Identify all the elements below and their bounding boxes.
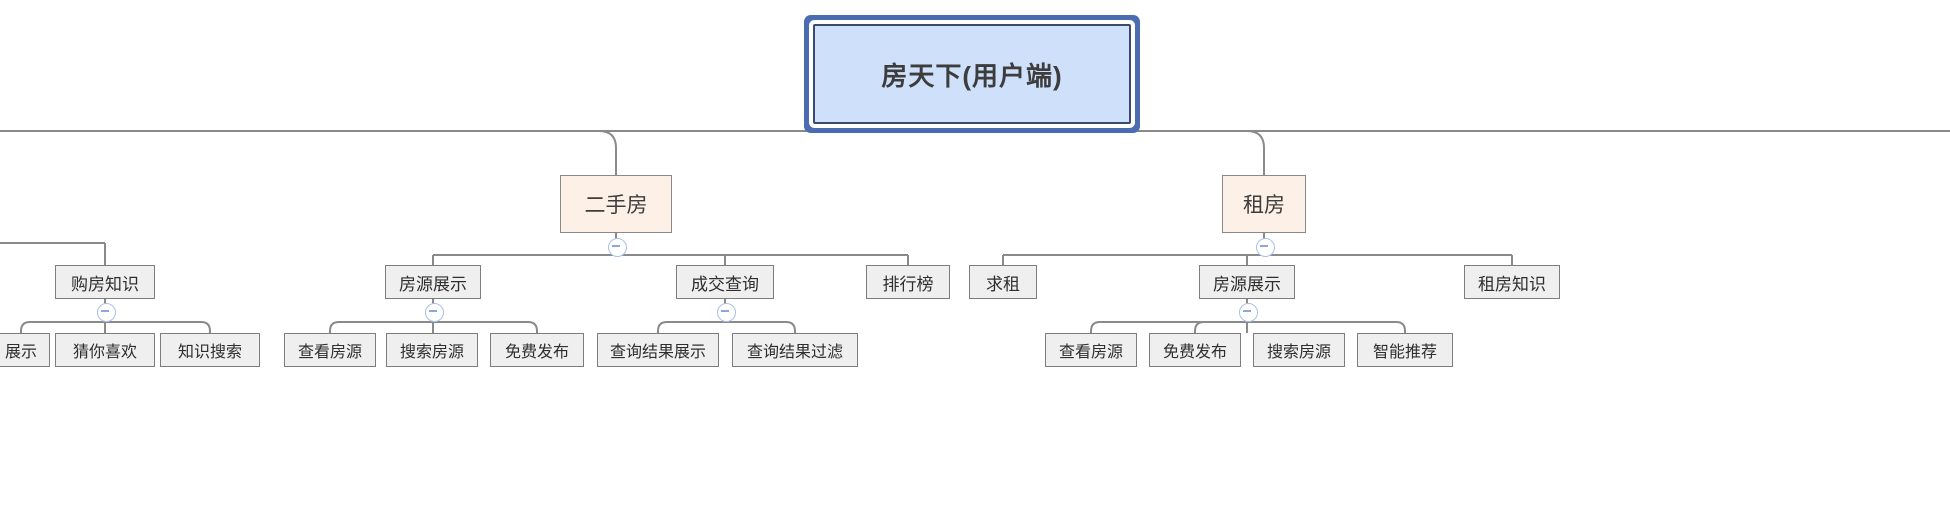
edge-cjcx-right (725, 321, 796, 333)
node-cainixihuan-label: 猜你喜欢 (72, 344, 137, 361)
node-chaxunjieguozhanshi[interactable]: 查询结果展示 (597, 333, 719, 367)
node-zufang-label: 租房 (1243, 194, 1285, 217)
edge-spine-to-ershoufang (598, 130, 617, 175)
node-fangyuanzhanshi-1-label: 房源展示 (399, 274, 467, 294)
minus-circle-icon-chengjiaochaxun[interactable] (716, 302, 736, 322)
node-qiuzu-label: 求租 (986, 274, 1020, 294)
minus-circle-icon-fangyuanzhanshi-2[interactable] (1238, 302, 1258, 322)
node-mianfeifabu-2[interactable]: 免费发布 (1149, 333, 1241, 367)
node-sousuofangyuan-1[interactable]: 搜索房源 (386, 333, 478, 367)
node-zhishisousuo[interactable]: 知识搜索 (160, 333, 260, 367)
node-goufangzhishi-label: 购房知识 (71, 274, 139, 294)
node-zhishisousuo-label: 知识搜索 (177, 344, 242, 361)
minus-circle-icon-ershoufang[interactable] (607, 237, 627, 257)
node-sousuofangyuan-2[interactable]: 搜索房源 (1253, 333, 1345, 367)
node-ershoufang[interactable]: 二手房 (560, 175, 672, 233)
node-cainixihuan[interactable]: 猜你喜欢 (55, 333, 155, 367)
edge-fyzs1-left (329, 321, 433, 333)
node-chaxunjieguoguolv-label: 查询结果过滤 (746, 344, 843, 361)
node-paihangbang-label: 排行榜 (882, 274, 934, 294)
node-goufangzhishi[interactable]: 购房知识 (55, 265, 155, 299)
minus-circle-icon-goufangzhishi[interactable] (96, 302, 116, 322)
minus-circle-icon-fangyuanzhanshi-1[interactable] (424, 302, 444, 322)
node-paihangbang[interactable]: 排行榜 (866, 265, 950, 299)
node-sousuofangyuan-1-label: 搜索房源 (399, 344, 464, 361)
node-fangyuanzhanshi-1[interactable]: 房源展示 (385, 265, 481, 299)
node-zufang[interactable]: 租房 (1222, 175, 1306, 233)
edge-fyzs2-left (1090, 321, 1247, 333)
node-chakanfangyuan-1-label: 查看房源 (297, 344, 362, 361)
node-mianfeifabu-2-label: 免费发布 (1162, 344, 1227, 361)
node-zhanshi[interactable]: 展示 (0, 333, 50, 367)
node-fangyuanzhanshi-2[interactable]: 房源展示 (1199, 265, 1295, 299)
node-qiuzu[interactable]: 求租 (969, 265, 1037, 299)
node-fangyuanzhanshi-2-label: 房源展示 (1213, 274, 1281, 294)
root-node-label: 房天下(用户端) (881, 60, 1063, 91)
edge-fyzs2-right (1247, 321, 1406, 333)
node-chaxunjieguoguolv[interactable]: 查询结果过滤 (732, 333, 858, 367)
node-zhinengtuijian-label: 智能推荐 (1372, 344, 1437, 361)
node-chengjiaochaxun[interactable]: 成交查询 (676, 265, 774, 299)
node-ershoufang-label: 二手房 (584, 194, 648, 217)
edge-goufangzhishi-right (105, 321, 211, 333)
node-zufangzhishi[interactable]: 租房知识 (1464, 265, 1560, 299)
node-chengjiaochaxun-label: 成交查询 (691, 274, 759, 294)
node-sousuofangyuan-2-label: 搜索房源 (1266, 344, 1331, 361)
node-zufangzhishi-label: 租房知识 (1478, 274, 1546, 294)
edge-fyzs1-right (433, 321, 538, 333)
node-zhanshi-label: 展示 (4, 344, 37, 361)
node-mianfeifabu-1[interactable]: 免费发布 (490, 333, 584, 367)
edge-spine-to-zufang (1246, 130, 1265, 175)
node-mianfeifabu-1-label: 免费发布 (504, 344, 569, 361)
root-node-app-title[interactable]: 房天下(用户端) (813, 24, 1131, 124)
edge-goufangzhishi-left (20, 321, 105, 333)
node-chakanfangyuan-2-label: 查看房源 (1058, 344, 1123, 361)
node-chakanfangyuan-1[interactable]: 查看房源 (284, 333, 376, 367)
edge-cjcx-left (657, 321, 725, 333)
node-chakanfangyuan-2[interactable]: 查看房源 (1045, 333, 1137, 367)
edge-fyzs2-left2 (1194, 321, 1247, 333)
node-zhinengtuijian[interactable]: 智能推荐 (1357, 333, 1453, 367)
node-chaxunjieguozhanshi-label: 查询结果展示 (609, 344, 706, 361)
minus-circle-icon-zufang[interactable] (1255, 237, 1275, 257)
